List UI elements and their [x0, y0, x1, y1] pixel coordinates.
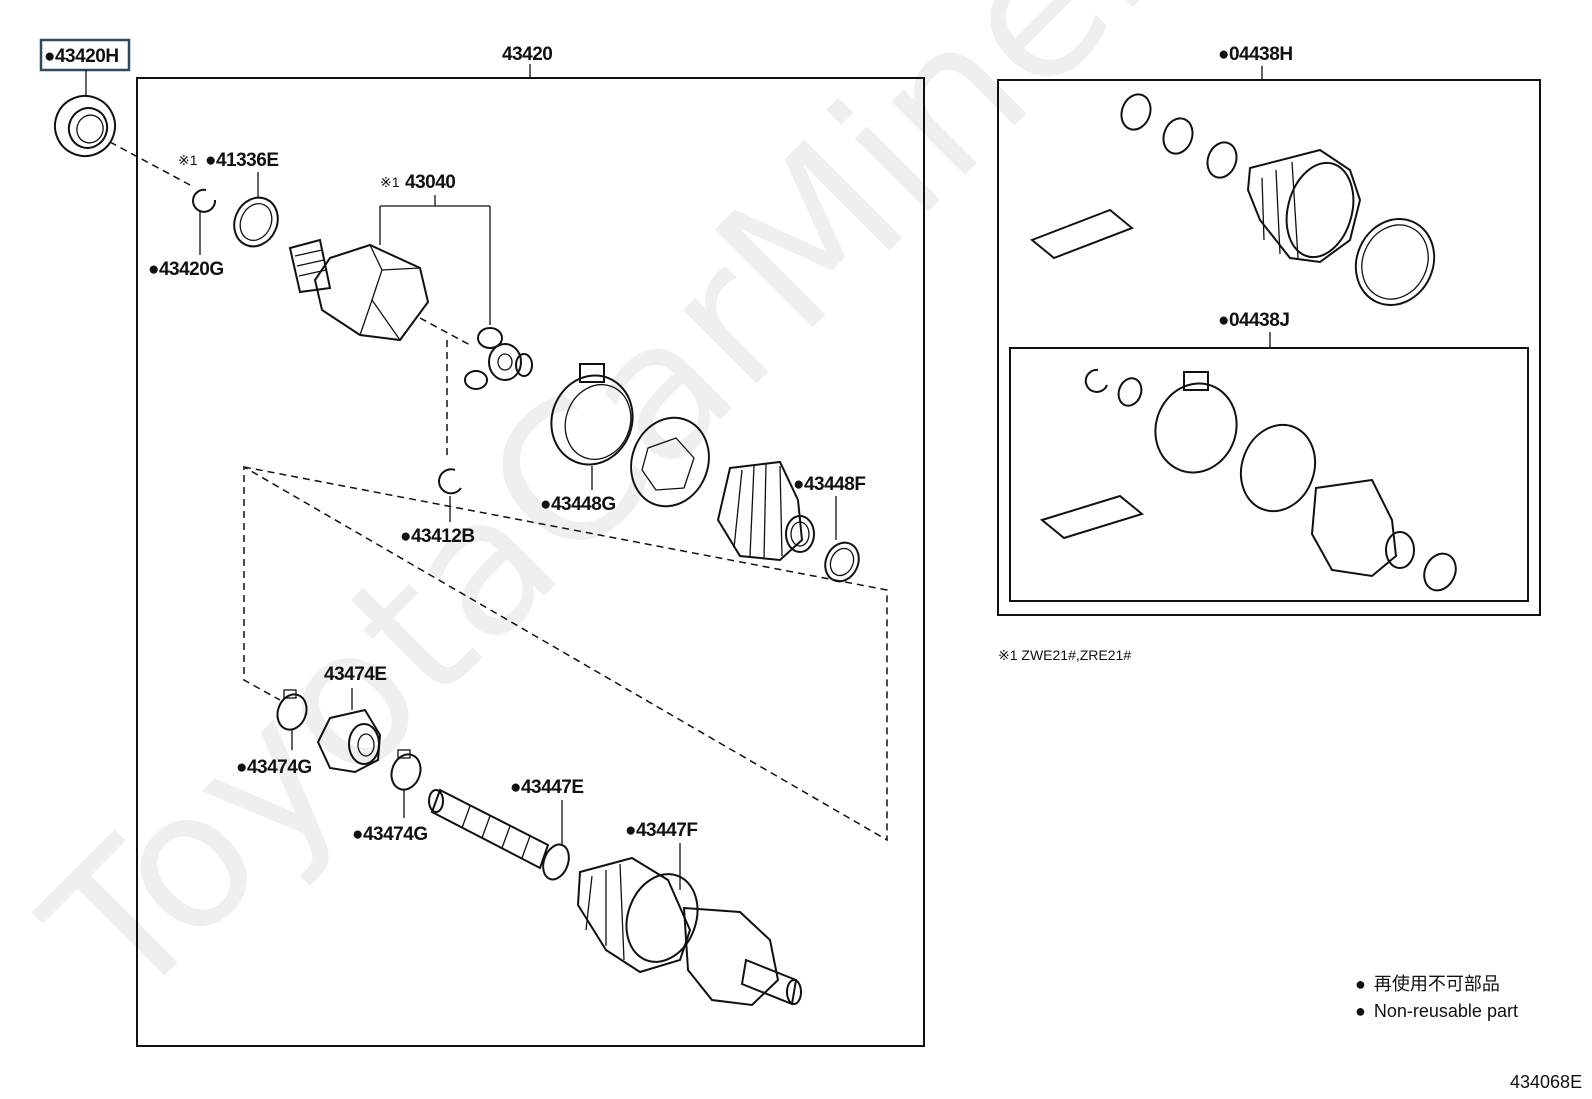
callout-43474G-left[interactable]: ●43474G [236, 757, 312, 778]
kit-04438J-frame [1009, 347, 1529, 602]
legend-jp: ●再使用不可部品 [1355, 974, 1500, 994]
exploded-boundary [243, 465, 888, 842]
callout-41336E[interactable]: ●41336E [205, 150, 279, 171]
callout-43040[interactable]: 43040 [405, 172, 456, 193]
kit-04438H-label[interactable]: ●04438H [1218, 44, 1293, 65]
snap-ring-part[interactable] [192, 188, 217, 213]
boot-clamp-small-part[interactable] [819, 537, 865, 587]
callout-43447F[interactable]: ●43447F [625, 820, 698, 841]
inboard-joint-part[interactable] [288, 238, 430, 342]
callout-43420H[interactable]: ●43420H [44, 46, 119, 67]
footnote: ※1 ZWE21#,ZRE21# [998, 647, 1131, 663]
callout-43448G[interactable]: ●43448G [540, 494, 616, 515]
callout-43412B[interactable]: ●43412B [400, 526, 475, 547]
bearing-ring-part[interactable] [226, 190, 285, 253]
drive-shaft-part[interactable] [428, 788, 802, 1007]
kit-04438J-parts[interactable] [1039, 368, 1462, 596]
damper-clamp-right-part[interactable] [387, 749, 426, 794]
kit-04438H-frame [997, 79, 1541, 616]
callout-highlight [39, 38, 131, 72]
dynamic-damper-part[interactable] [316, 708, 382, 774]
callout-43474G-right[interactable]: ●43474G [352, 824, 428, 845]
callout-43420G[interactable]: ●43420G [148, 259, 224, 280]
callout-43448F[interactable]: ●43448F [793, 474, 866, 495]
note-43040: ※1 [380, 174, 400, 190]
tripod-part[interactable] [464, 327, 533, 390]
boot-clamp-large-part[interactable] [539, 363, 645, 476]
callout-43474E[interactable]: 43474E [324, 664, 387, 685]
damper-clamp-left-part[interactable] [273, 689, 312, 734]
inboard-boot-part[interactable] [619, 407, 815, 562]
assembly-label[interactable]: 43420 [502, 44, 553, 65]
figure-code: 434068E [1510, 1072, 1582, 1092]
snap-ring-43412B[interactable] [438, 468, 462, 495]
callout-43447E[interactable]: ●43447E [510, 777, 584, 798]
oil-seal-part[interactable] [47, 88, 124, 165]
kit-04438H-parts[interactable] [1030, 90, 1448, 318]
note-41336E: ※1 [178, 152, 198, 168]
legend-en: ●Non-reusable part [1355, 1001, 1518, 1021]
kit-04438J-label[interactable]: ●04438J [1218, 310, 1290, 331]
